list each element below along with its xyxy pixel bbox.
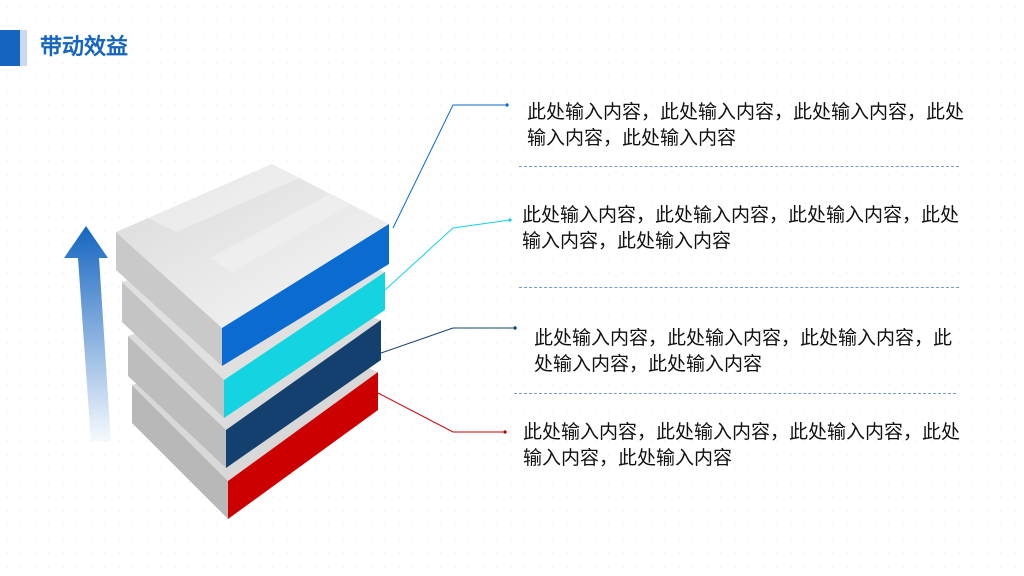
connector-dot-2 [507,217,513,223]
layer-3-face [226,320,381,468]
page-title: 带动效益 [40,35,129,60]
text-block-3: 此处输入内容，此处输入内容，此处输入内容，此处输入内容，此处输入内容 [534,327,953,375]
text-block-1: 此处输入内容，此处输入内容，此处输入内容，此处输入内容，此处输入内容 [527,101,965,149]
growth-arrow [64,226,111,442]
text-block-2: 此处输入内容，此处输入内容，此处输入内容，此处输入内容，此处输入内容 [522,204,960,252]
separator-1 [519,166,959,167]
title-accent-bar [0,30,20,66]
separator-2 [519,287,959,288]
text-block-4: 此处输入内容，此处输入内容，此处输入内容，此处输入内容，此处输入内容 [523,421,961,469]
title-accent-bar-light [20,30,27,66]
connector-dot-3 [512,325,518,331]
layer-1-face [222,224,389,366]
layer-4-face [228,372,378,519]
connector-line-4 [377,392,505,433]
layer-2-face [224,272,385,418]
connector-line-1 [392,104,507,229]
separator-3 [514,393,956,394]
connector-dot-4 [502,429,508,435]
connector-dot-1 [504,102,510,108]
connector-line-3 [380,327,515,354]
connector-line-2 [384,219,511,291]
layer-1 [116,164,389,366]
